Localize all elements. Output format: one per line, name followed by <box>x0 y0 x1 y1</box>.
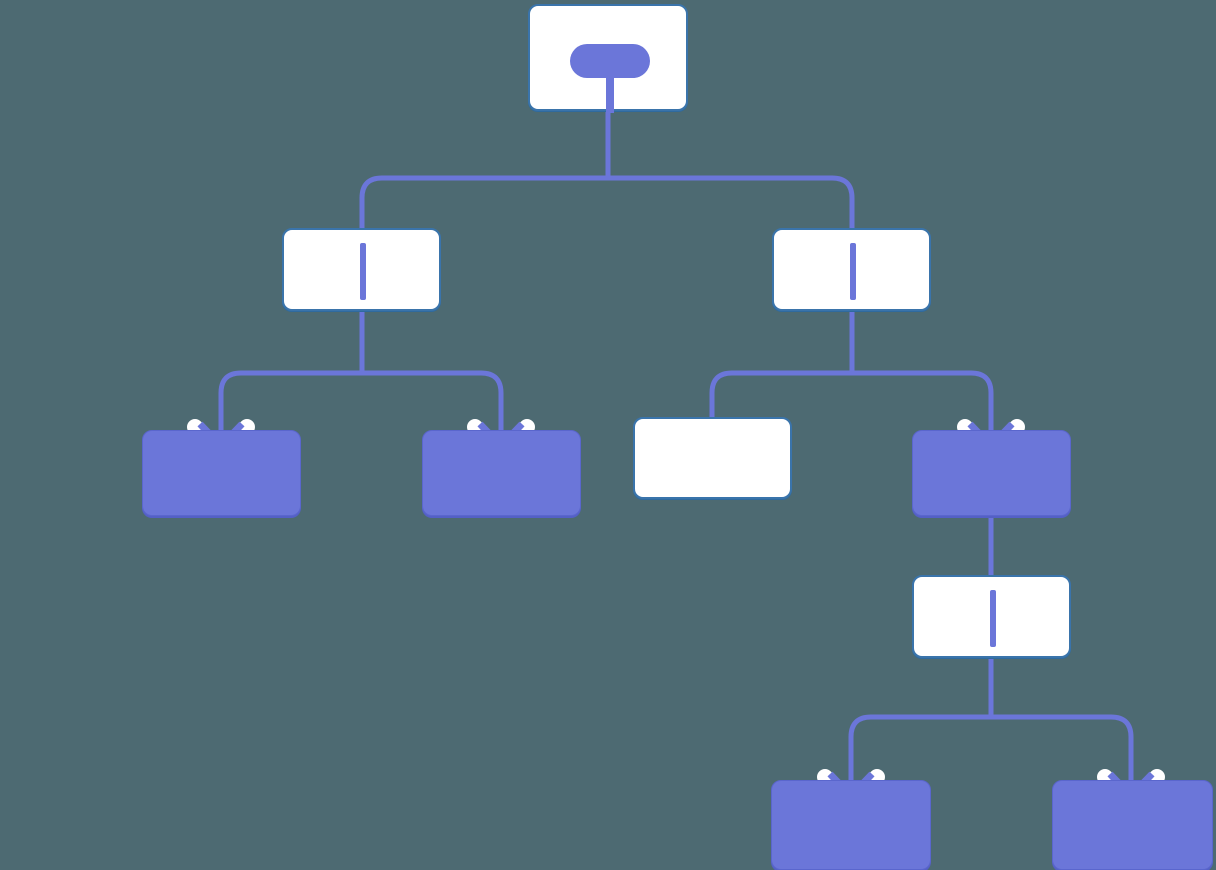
node-root[interactable] <box>528 4 688 113</box>
node-branch-right[interactable] <box>772 228 931 311</box>
node-leaf-5[interactable] <box>1052 780 1213 870</box>
edge-root-to-n1 <box>359 175 608 228</box>
node-branch-lower-white[interactable] <box>912 575 1071 658</box>
node-leaf-4[interactable] <box>771 780 931 870</box>
node-inner-connector-line <box>850 243 856 300</box>
edge-root-to-n2 <box>608 175 855 228</box>
node-inner-connector-line <box>990 590 996 647</box>
node-leaf-1[interactable] <box>142 430 301 516</box>
root-stem-icon <box>606 62 614 113</box>
node-leaf-3[interactable] <box>633 417 792 499</box>
node-inner-connector-line <box>360 243 366 300</box>
node-branch-lower[interactable] <box>912 430 1071 516</box>
node-branch-left[interactable] <box>282 228 441 311</box>
edge-n2-to-n5 <box>709 370 852 417</box>
node-leaf-2[interactable] <box>422 430 581 516</box>
